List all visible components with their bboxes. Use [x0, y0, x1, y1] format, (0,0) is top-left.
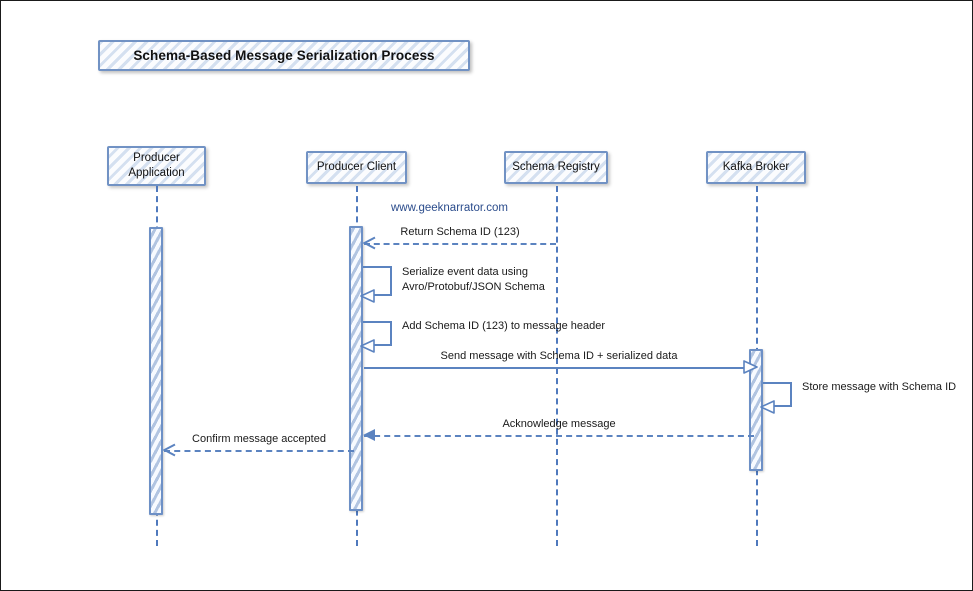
- self-message-label: Serialize event data using Avro/Protobuf…: [402, 266, 545, 293]
- watermark-text: www.geeknarrator.com: [391, 202, 508, 214]
- message-line: [164, 450, 354, 452]
- arrowhead-solid-left-icon: [363, 429, 375, 441]
- message-line: [364, 435, 754, 437]
- message-label: Return Schema ID (123): [400, 226, 520, 238]
- message-label: Send message with Schema ID + serialized…: [440, 350, 678, 362]
- self-message-label: Add Schema ID (123) to message header: [402, 320, 606, 332]
- participant-label: Schema Registry: [512, 161, 600, 173]
- self-message-loop: [763, 382, 792, 407]
- activation-kafka-broker: [749, 349, 763, 471]
- participant-schema-registry[interactable]: Schema Registry: [504, 151, 608, 184]
- message-line: [364, 243, 556, 245]
- diagram-title-box: Schema-Based Message Serialization Proce…: [98, 40, 470, 71]
- participant-producer-application[interactable]: Producer Application: [107, 146, 206, 186]
- self-message-loop: [363, 266, 392, 296]
- participant-label: Producer Application: [128, 152, 185, 179]
- participant-producer-client[interactable]: Producer Client: [306, 151, 407, 184]
- self-message-loop: [363, 321, 392, 346]
- lifeline-schema-registry: [556, 186, 558, 546]
- message-label: Confirm message accepted: [192, 433, 326, 445]
- activation-producer-application: [149, 227, 163, 515]
- message-line: [364, 367, 754, 369]
- arrowhead-open-left-icon: [359, 289, 375, 303]
- arrowhead-open-right-icon: [743, 360, 758, 374]
- message-label: Acknowledge message: [502, 418, 616, 430]
- message-serialize-event-data[interactable]: Serialize event data using Avro/Protobuf…: [360, 266, 563, 308]
- message-add-schema-id-header[interactable]: Add Schema ID (123) to message header: [360, 320, 613, 357]
- participant-label: Kafka Broker: [722, 161, 790, 173]
- activation-producer-client: [349, 226, 363, 511]
- message-store-message[interactable]: Store message with Schema ID: [760, 381, 963, 418]
- arrowhead-vee-left-icon: [363, 236, 377, 250]
- participant-kafka-broker[interactable]: Kafka Broker: [706, 151, 806, 184]
- arrowhead-open-left-icon: [359, 339, 375, 353]
- self-message-label: Store message with Schema ID: [802, 381, 957, 393]
- participant-label: Producer Client: [316, 161, 397, 173]
- page-title: Schema-Based Message Serialization Proce…: [133, 48, 435, 63]
- arrowhead-open-left-icon: [759, 400, 775, 414]
- arrowhead-vee-left-icon: [163, 443, 177, 457]
